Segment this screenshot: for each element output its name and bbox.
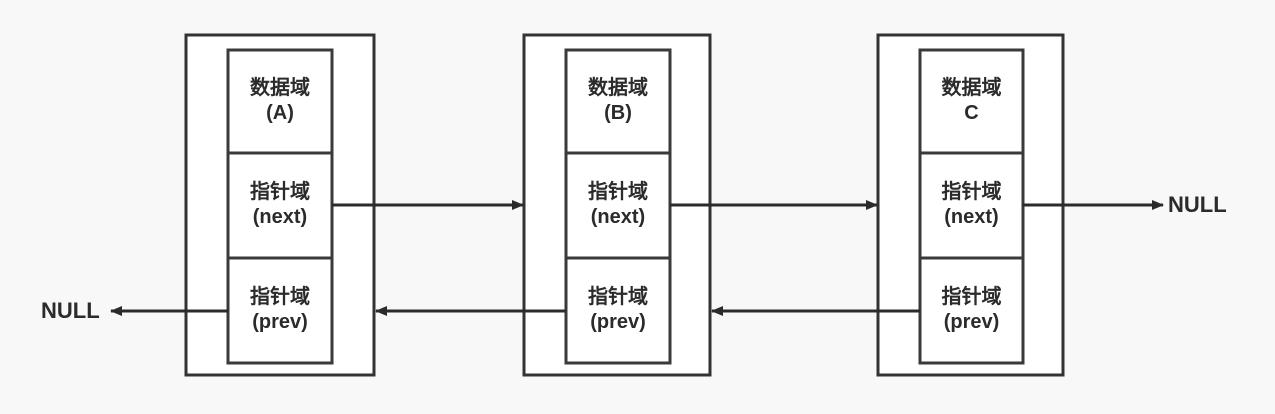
null-label-tail-next: NULL [1168, 192, 1227, 217]
node-c-group [876, 33, 1065, 377]
node-c-inner-box [918, 48, 1025, 365]
node-b-inner-box [564, 48, 672, 365]
node-a-inner-box [226, 48, 334, 365]
null-label-head-prev: NULL [41, 298, 100, 323]
